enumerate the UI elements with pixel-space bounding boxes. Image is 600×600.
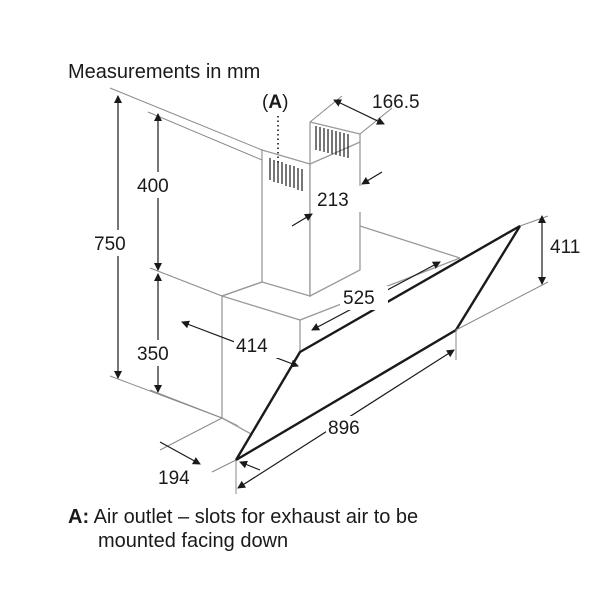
- dim-213: 213: [317, 190, 349, 211]
- dim-525: 525: [343, 288, 375, 309]
- dim-350: 350: [137, 344, 169, 365]
- dim-896: 896: [328, 418, 360, 439]
- dim-400: 400: [137, 176, 169, 197]
- extension-lines: [109, 87, 549, 494]
- measurements-title: Measurements in mm: [68, 61, 260, 83]
- dimension-labels: 750 400 350 166.5 213 411 525 414 896 19…: [92, 92, 594, 490]
- dim-750: 750: [94, 234, 126, 255]
- dim-414: 414: [236, 336, 268, 357]
- dim-194: 194: [158, 468, 190, 489]
- note-key: A:: [68, 506, 90, 528]
- air-outlet-slots: [269, 126, 349, 191]
- dim-166-5: 166.5: [372, 92, 420, 113]
- note-line2: mounted facing down: [98, 530, 289, 552]
- note-line1: Air outlet – slots for exhaust air to be: [93, 506, 419, 528]
- dim-411: 411: [550, 237, 580, 258]
- outlet-marker-label: (A): [262, 92, 288, 113]
- outlet-note: A: Air outlet – slots for exhaust air to…: [68, 505, 588, 553]
